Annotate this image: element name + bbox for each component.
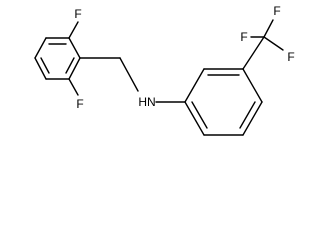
structure-diagram: F F HN F F F — [34, 4, 295, 136]
bond — [68, 37, 81, 59]
bond — [68, 57, 81, 80]
cf3-bonds — [242, 19, 284, 70]
bond-ch2-n — [119, 57, 139, 92]
double-bond-inner — [40, 57, 50, 74]
bond-c-f-top — [263, 19, 274, 38]
fluorine-cf3-top-label: F — [273, 4, 280, 18]
bond-c-f-right — [263, 36, 284, 51]
bond — [242, 101, 263, 136]
fluorine-cf3-right-label: F — [287, 50, 294, 64]
bond-to-f-bottom — [68, 78, 79, 96]
bond-to-f-top — [68, 21, 79, 39]
bond — [184, 101, 205, 136]
fluorine-cf3-left-label: F — [240, 30, 247, 44]
bond — [34, 57, 47, 80]
bond-ring-c — [242, 36, 265, 70]
bond — [242, 68, 263, 103]
bond — [34, 37, 47, 59]
nh-label: HN — [138, 95, 155, 109]
left-benzene-ring — [34, 37, 81, 80]
fluorine-top-left-label: F — [74, 7, 81, 21]
fluorine-bottom-left-label: F — [76, 97, 83, 111]
double-bond-inner — [191, 101, 208, 129]
left-substituent-bonds — [68, 21, 186, 103]
bond — [184, 68, 205, 103]
double-bond-inner — [65, 57, 75, 74]
right-benzene-ring — [184, 68, 263, 136]
double-bond-inner — [239, 101, 256, 129]
